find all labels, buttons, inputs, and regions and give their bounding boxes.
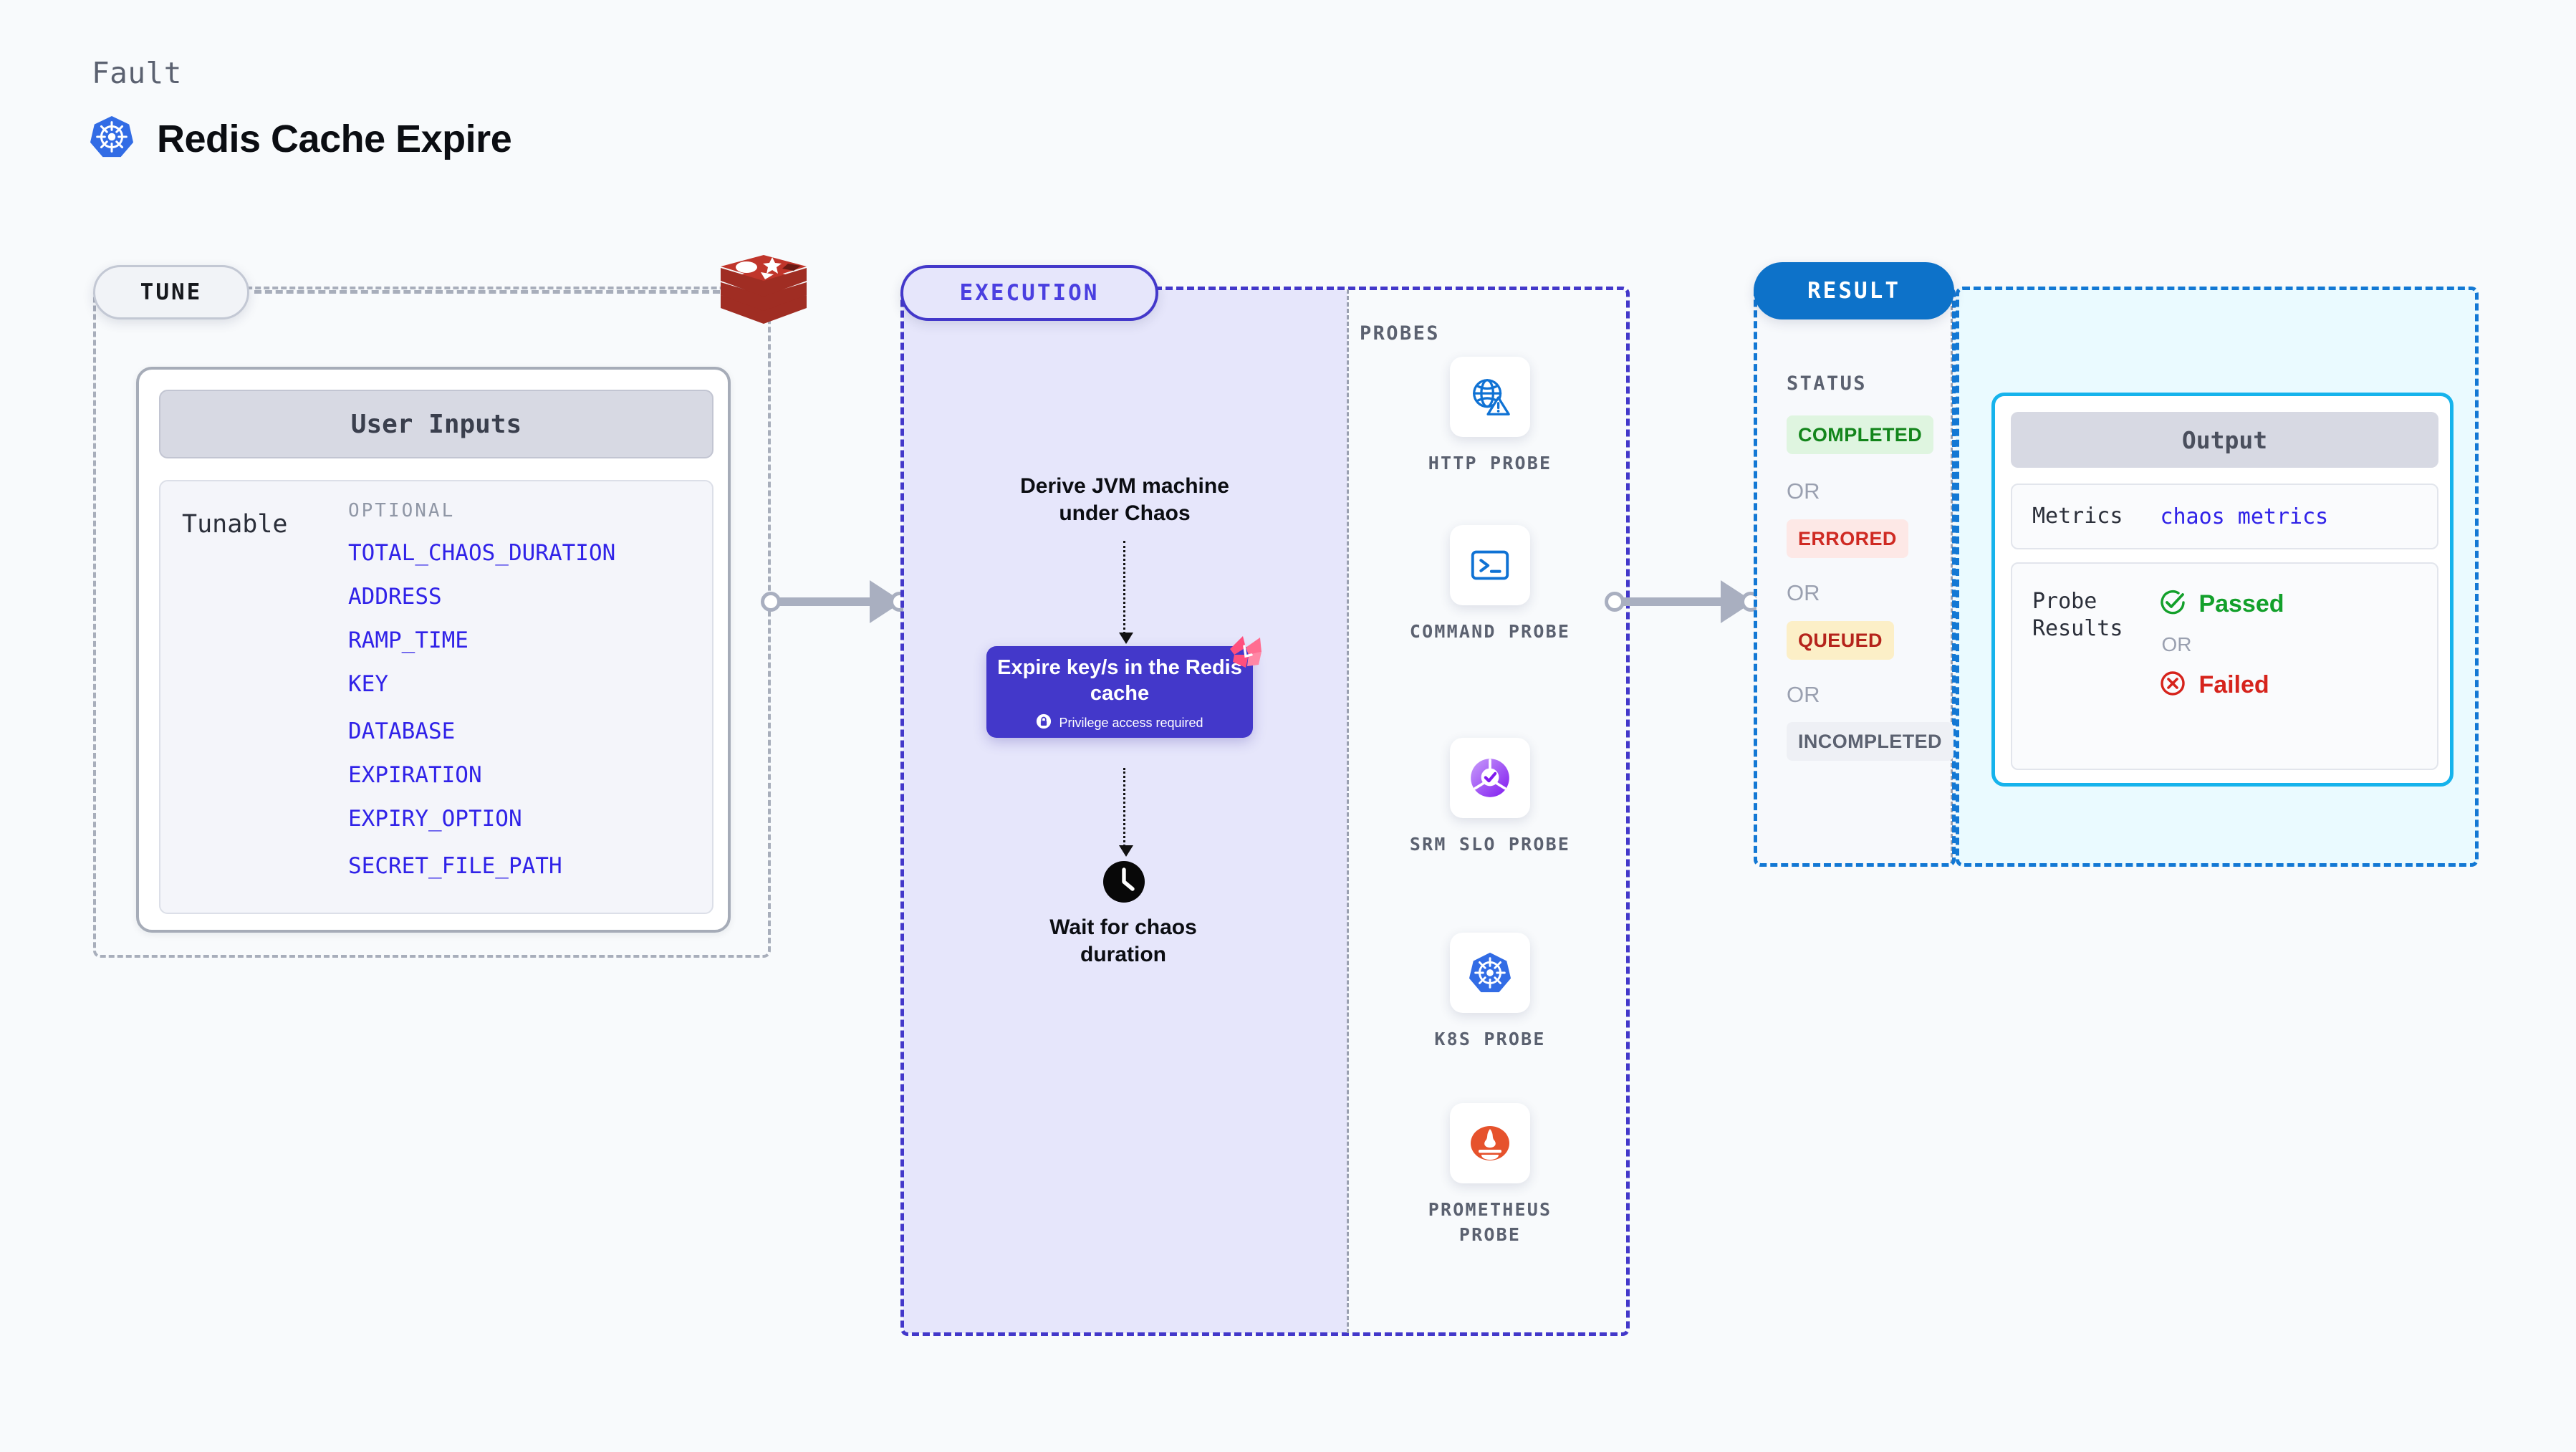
action-card-title: Expire key/s in the Redis cache [997, 656, 1242, 705]
redis-logo [716, 252, 811, 338]
probe-k8s-label: K8S PROBE [1434, 1029, 1546, 1049]
probe-result-failed: Failed [2158, 669, 2284, 701]
user-inputs-card: User Inputs Tunable OPTIONAL TOTAL_CHAOS… [136, 367, 731, 933]
x-circle-icon [2158, 669, 2187, 701]
probe-http-label: HTTP PROBE [1428, 453, 1552, 473]
probe-prometheus-label: PROMETHEUS PROBE [1428, 1199, 1552, 1245]
probe-results-values: Passed OR Failed [2158, 588, 2284, 701]
probe-prometheus[interactable]: PROMETHEUS PROBE [1400, 1103, 1580, 1247]
status-badge-errored: ERRORED [1787, 519, 1908, 558]
status-label: STATUS [1787, 372, 1867, 395]
page-title: Redis Cache Expire [157, 117, 512, 160]
lock-icon [1036, 713, 1052, 733]
param-key[interactable]: KEY [348, 671, 388, 697]
flow-arrow-1-icon [1119, 541, 1133, 644]
param-database[interactable]: DATABASE [348, 718, 456, 744]
check-circle-icon [2158, 588, 2187, 620]
user-inputs-title: User Inputs [159, 390, 713, 458]
privilege-text: Privilege access required [1059, 715, 1203, 730]
execution-fill [903, 289, 1347, 1333]
probe-passed-label: Passed [2198, 590, 2284, 617]
output-card: Output Metrics chaos metrics Probe Resul… [1991, 393, 2454, 787]
status-badge-incompleted: INCOMPLETED [1787, 722, 1953, 761]
tune-panel [93, 287, 771, 958]
param-expiry-option[interactable]: EXPIRY_OPTION [348, 806, 522, 832]
execution-badge[interactable]: EXECUTION [900, 265, 1158, 321]
probe-srm-slo-label: SRM SLO PROBE [1409, 834, 1571, 855]
status-or-2: OR [1787, 580, 1820, 605]
probes-label: PROBES [1360, 322, 1440, 345]
probe-k8s[interactable]: K8S PROBE [1400, 933, 1580, 1052]
output-probe-results-row: Probe Results Passed OR [2011, 562, 2438, 770]
probe-command[interactable]: COMMAND PROBE [1400, 525, 1580, 645]
flow-arrow-2-icon [1119, 768, 1133, 857]
param-ramp-time[interactable]: RAMP_TIME [348, 628, 468, 653]
param-secret-file-path[interactable]: SECRET_FILE_PATH [348, 853, 562, 879]
probe-results-label: Probe Results [2032, 589, 2123, 641]
probe-result-or: OR [2161, 633, 2192, 655]
output-metrics-row: Metrics chaos metrics [2011, 484, 2438, 549]
status-or-3: OR [1787, 682, 1820, 707]
probe-command-label: COMMAND PROBE [1409, 621, 1571, 642]
page-kicker: Fault [92, 56, 182, 90]
status-badge-queued: QUEUED [1787, 621, 1894, 660]
kubernetes-icon [1450, 933, 1530, 1013]
param-total-chaos-duration[interactable]: TOTAL_CHAOS_DURATION [348, 540, 616, 566]
result-badge[interactable]: RESULT [1754, 262, 1954, 319]
status-badge-completed: COMPLETED [1787, 415, 1934, 454]
probe-http[interactable]: HTTP PROBE [1400, 357, 1580, 476]
param-expiration[interactable]: EXPIRATION [348, 762, 482, 788]
probe-failed-label: Failed [2198, 671, 2269, 698]
tune-source-connector [254, 290, 720, 294]
probe-result-passed: Passed [2158, 588, 2284, 620]
privilege-notice: Privilege access required [1036, 713, 1203, 733]
tunable-params-list: OPTIONAL TOTAL_CHAOS_DURATION ADDRESS RA… [348, 500, 615, 897]
srm-slo-icon [1450, 738, 1530, 818]
result-status-fill [1756, 289, 1953, 864]
tune-to-execution-arrow [761, 580, 940, 623]
tunable-section: Tunable OPTIONAL TOTAL_CHAOS_DURATION AD… [159, 480, 713, 914]
execution-to-result-arrow [1605, 580, 1791, 623]
tune-badge[interactable]: TUNE [93, 265, 249, 319]
step-derive-machine: Derive JVM machine under Chaos [1020, 474, 1229, 526]
execution-probes-divider [1347, 289, 1349, 1333]
execution-panel [900, 287, 1630, 1336]
param-address[interactable]: ADDRESS [348, 584, 442, 610]
clock-icon [1102, 860, 1146, 904]
kubernetes-icon [90, 115, 134, 163]
prometheus-icon [1450, 1103, 1530, 1183]
metrics-label: Metrics [2032, 504, 2123, 529]
metrics-value-link[interactable]: chaos metrics [2160, 504, 2329, 529]
tunable-label: Tunable [182, 510, 288, 539]
terminal-icon [1450, 525, 1530, 605]
probe-srm-slo[interactable]: SRM SLO PROBE [1400, 738, 1580, 857]
status-or-1: OR [1787, 479, 1820, 504]
output-title: Output [2011, 412, 2438, 468]
action-card-expire-keys[interactable]: Expire key/s in the Redis cache Privileg… [986, 636, 1261, 738]
page-header: Redis Cache Expire [90, 115, 512, 163]
globe-warning-icon [1450, 357, 1530, 437]
optional-label: OPTIONAL [348, 500, 456, 521]
step-wait-chaos-duration: Wait for chaos duration [1049, 915, 1197, 967]
litmus-logo-icon [1227, 633, 1264, 670]
